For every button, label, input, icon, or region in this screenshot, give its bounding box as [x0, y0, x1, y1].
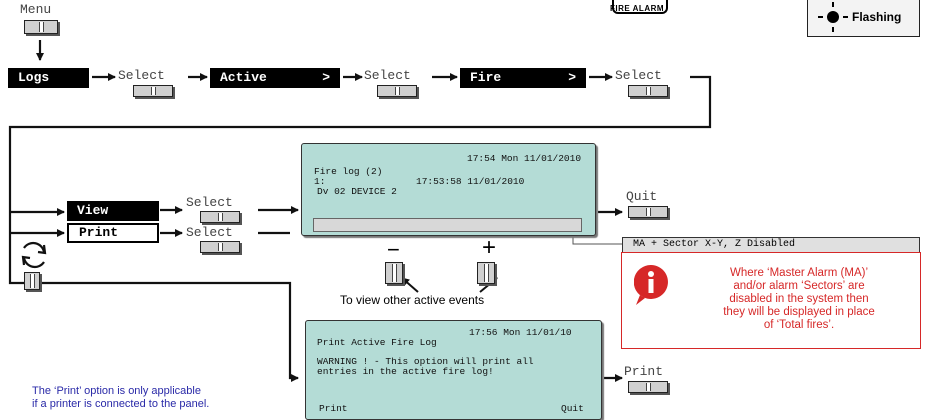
print-lcd-time: 17:56 Mon 11/01/10 — [469, 327, 572, 338]
print-lcd-warning-2: entries in the active fire log! — [317, 366, 494, 377]
select-key-print[interactable] — [200, 241, 240, 253]
pointer-minus-key — [401, 277, 419, 293]
flashing-legend-label: Flashing — [852, 10, 902, 24]
lcd-time: 17:54 Mon 11/01/2010 — [467, 153, 582, 164]
print-lcd-softkey-quit: Quit — [561, 403, 584, 414]
lcd-entry-time: 17:53:58 11/01/2010 — [416, 176, 525, 187]
minus-key[interactable] — [385, 262, 403, 284]
print-lcd-title: Print Active Fire Log — [317, 337, 437, 348]
quit-label: Quit — [626, 189, 658, 204]
quit-key[interactable] — [628, 206, 668, 218]
flashing-legend: Flashing — [807, 0, 920, 37]
plus-key[interactable] — [477, 262, 495, 284]
print-label: Print — [624, 364, 664, 379]
info-box: Where ‘Master Alarm (MA)’ and/or alarm ‘… — [621, 252, 921, 349]
select-label-print: Select — [186, 225, 233, 240]
fire-alarm-logo-text: FIRE ALARM — [610, 4, 665, 13]
plus-symbol: + — [482, 234, 497, 261]
menu-item-fire[interactable]: Fire > — [460, 68, 586, 88]
fire-log-screen: 17:54 Mon 11/01/2010 Fire log (2) 1: 17:… — [301, 143, 596, 236]
select-key-3[interactable] — [628, 85, 668, 97]
print-lcd-warning-1: WARNING ! - This option will print all — [317, 356, 534, 367]
print-key[interactable] — [628, 381, 668, 393]
arrow-return-to-print — [8, 75, 712, 382]
navigation-caption: To view other active events — [340, 293, 485, 307]
select-key-2[interactable] — [377, 85, 417, 97]
menu-item-view[interactable]: View — [67, 201, 159, 221]
status-bar-note: MA + Sector X-Y, Z Disabled — [622, 237, 920, 253]
menu-item-print[interactable]: Print — [67, 223, 159, 243]
print-screen: 17:56 Mon 11/01/10 Print Active Fire Log… — [305, 320, 602, 420]
menu-item-logs[interactable]: Logs — [8, 68, 89, 88]
cycle-key[interactable] — [24, 272, 40, 290]
fire-alarm-logo — [612, 0, 668, 14]
cycle-icon — [21, 241, 47, 269]
lcd-entry-device: Dv 02 DEVICE 2 — [317, 186, 397, 197]
lcd-entry-index: 1: — [314, 176, 326, 187]
menu-key[interactable] — [24, 20, 58, 34]
print-note: The ‘Print’ option is only applicable if… — [32, 385, 210, 410]
info-icon — [634, 265, 668, 305]
select-key-view[interactable] — [200, 211, 240, 223]
select-key-1[interactable] — [133, 85, 173, 97]
select-label-view: Select — [186, 195, 233, 210]
select-label-1: Select — [118, 68, 165, 83]
menu-item-active[interactable]: Active > — [210, 68, 340, 88]
minus-symbol: − — [387, 237, 400, 262]
print-lcd-softkey-print: Print — [319, 403, 348, 414]
select-label-2: Select — [364, 68, 411, 83]
lcd-status-bar — [313, 218, 582, 232]
flashing-led-icon — [818, 2, 848, 32]
flow-connectors — [8, 40, 712, 382]
select-label-3: Select — [615, 68, 662, 83]
lcd-title: Fire log (2) — [314, 166, 383, 177]
info-text: Where ‘Master Alarm (MA)’ and/or alarm ‘… — [723, 267, 875, 331]
menu-label: Menu — [20, 2, 52, 17]
